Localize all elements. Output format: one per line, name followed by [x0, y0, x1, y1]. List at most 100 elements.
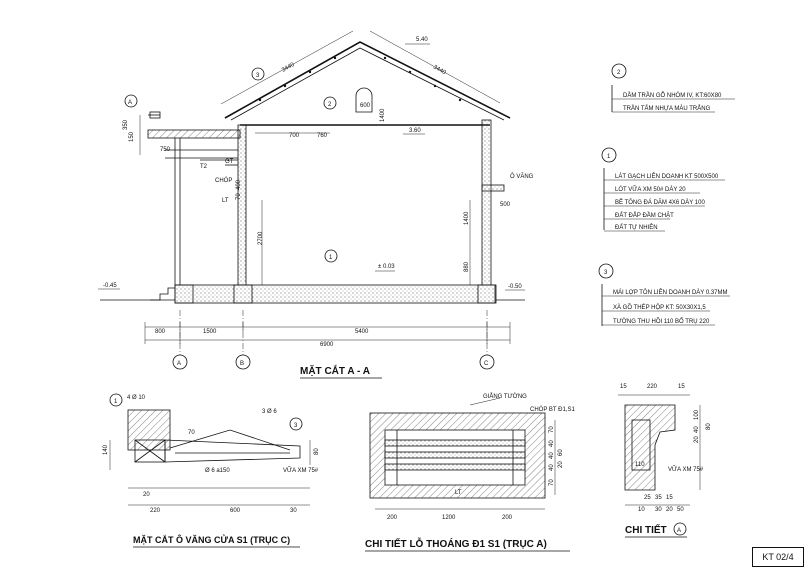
note-1-line-1: LÁT GẠCH LIÊN DOANH KT 500X500: [615, 172, 719, 180]
detail-d25: 25: [644, 495, 651, 501]
vent-chop-label: CHÓP BT Đ1,S1: [530, 406, 575, 413]
vent-d200a: 200: [387, 515, 398, 521]
detail-marker-a: A: [124, 94, 138, 108]
vent-v40a: 40: [549, 440, 555, 447]
detail-v40: 40: [694, 426, 700, 433]
svg-text:2: 2: [328, 102, 332, 108]
detail-v110: 110: [635, 462, 645, 468]
svg-text:2: 2: [617, 70, 621, 76]
wall-axis-b: [237, 124, 247, 286]
left-350: 350: [123, 119, 129, 130]
roof-outline: [224, 41, 511, 119]
dim-1500: 1500: [203, 329, 217, 335]
label-gt: GT: [225, 159, 234, 165]
note-3: 3 MÁI LỢP TÔN LIÊN DOANH DÀY 0.37MM XÀ G…: [598, 263, 730, 326]
section-title: MẶT CẮT A - A: [300, 364, 370, 377]
detail-d20: 20: [666, 507, 673, 513]
detail-title-marker: A: [673, 522, 687, 536]
ceiling-dim-mid: 760: [317, 133, 328, 139]
note-2-line-1: DẦM TRẦN GỖ NHÓM IV, KT:60X80: [623, 92, 722, 99]
ground-level-right: -0.50: [508, 284, 522, 290]
detail-d35: 35: [655, 495, 662, 501]
canopy-mortar: VỮA XM 75#: [283, 467, 319, 474]
svg-text:B: B: [240, 361, 244, 367]
note-1-line-4: ĐẤT ĐẮP ĐẦM CHẶT: [615, 211, 674, 219]
detail-v20: 20: [694, 436, 700, 443]
wall-height-880: 880: [464, 261, 470, 272]
marker-1: 1: [324, 249, 338, 263]
detail-v100: 100: [694, 409, 700, 420]
label-t2: T2: [200, 164, 208, 170]
detail-a: 15 220 15 100 40 20 80 110 VỮA XM 75# 25…: [618, 384, 712, 538]
svg-text:A: A: [677, 528, 681, 534]
attic-vent-dim: 600: [360, 103, 371, 109]
note-3-line-3: TƯỜNG THU HỒI 110 BỔ TRỤ 220: [613, 318, 710, 325]
axis-c-bubble: C: [479, 354, 495, 370]
floor-level: ± 0.03: [378, 264, 395, 270]
note-1-line-5: ĐẤT TỰ NHIÊN: [615, 223, 658, 231]
detail-d10: 10: [638, 507, 645, 513]
canopy-detail: 1 3 4 Ø 10 3 Ø 6 Ø 6 a150 VỮA XM 75# 70 …: [103, 393, 320, 548]
note-1-line-2: LÓT VỮA XM 50# DÀY 20: [615, 186, 686, 193]
canopy-d600: 600: [230, 508, 241, 514]
canopy-v70: 70: [188, 430, 195, 436]
note-1: 1 LÁT GẠCH LIÊN DOANH KT 500X500 LÓT VỮA…: [601, 147, 725, 232]
label-chop: CHÓP: [215, 177, 232, 184]
canopy-label: Ô VĂNG: [510, 173, 534, 180]
note-2-line-2: TRẦN TẤM NHỰA MÀU TRẮNG: [623, 104, 711, 112]
canopy-rebar-top: 4 Ø 10: [127, 395, 146, 401]
detail-mortar: VỮA XM 75#: [668, 466, 704, 473]
note-3-line-1: MÁI LỢP TÔN LIÊN DOANH DÀY 0.37MM: [613, 288, 728, 296]
canopy-dim: 500: [500, 202, 511, 208]
left-750: 750: [160, 147, 171, 153]
note-2: 2 DẦM TRẦN GỖ NHÓM IV, KT:60X80 TRẦN TẤM…: [611, 63, 735, 113]
ridge-level: 5.40: [416, 37, 428, 43]
vent-lt-label: LT: [455, 490, 462, 496]
vent-v70a: 70: [549, 426, 555, 433]
vent-d1200: 1200: [442, 515, 456, 521]
detail-title: CHI TIẾT: [625, 523, 667, 536]
canopy-d220: 220: [150, 508, 161, 514]
canopy-rebar-mid: 3 Ø 6: [262, 409, 277, 415]
canopy-d20: 20: [143, 492, 150, 498]
note-1-line-3: BÊ TÔNG ĐÁ DĂM 4X6 DÀY 100: [615, 198, 705, 206]
dim-400: 400: [236, 179, 242, 190]
canopy-marker-1: 1: [109, 393, 123, 407]
vent-v40c: 40: [549, 464, 555, 471]
svg-text:1: 1: [329, 255, 333, 261]
vent-v20: 20: [558, 461, 564, 468]
svg-text:3: 3: [604, 270, 608, 276]
ceiling-dim-left: 700: [289, 133, 300, 139]
note-3-line-2: XÀ GỒ THÉP HỘP KT: 50X30X1,5: [613, 304, 706, 311]
sheet-number: KT 02/4: [752, 547, 804, 567]
svg-text:C: C: [484, 361, 489, 367]
canopy-title: MẶT CẮT Ô VĂNG CỬA S1 (TRỤC C): [133, 534, 290, 545]
left-150: 150: [129, 131, 135, 142]
section-a-a: 3440 3440 5.40 3.60 ± 0.03 -0.45 -0.50 6…: [98, 30, 534, 379]
height-2700: 2700: [258, 231, 264, 245]
marker-3: 3: [251, 67, 265, 81]
axis-b-bubble: B: [235, 354, 251, 370]
vent-detail: GIẰNG TƯỜNG CHÓP BT Đ1,S1 LT 70 40 40 40…: [365, 392, 575, 552]
detail-d220: 220: [647, 384, 658, 390]
canopy-d30: 30: [290, 508, 297, 514]
detail-d15a: 15: [620, 384, 627, 390]
roof-length-right: 3440: [432, 65, 447, 77]
canopy-stirrup: Ø 6 a150: [205, 468, 230, 474]
floor-slab: [174, 284, 496, 304]
axis-a-bubble: A: [172, 354, 188, 370]
purlin-marks: [258, 56, 462, 102]
detail-d15b: 15: [678, 384, 685, 390]
ground-level-left: -0.45: [103, 283, 117, 289]
attic-height-dim: 1400: [380, 108, 386, 122]
dim-5400: 5400: [355, 329, 369, 335]
svg-text:1: 1: [607, 154, 611, 160]
vent-v70b: 70: [549, 479, 555, 486]
svg-text:A: A: [128, 100, 132, 106]
detail-v80: 80: [706, 423, 712, 430]
canopy-marker-3: 3: [289, 417, 303, 431]
canopy-v80: 80: [314, 448, 320, 455]
canopy-v140: 140: [103, 444, 109, 455]
eave-level: 3.60: [409, 128, 421, 134]
